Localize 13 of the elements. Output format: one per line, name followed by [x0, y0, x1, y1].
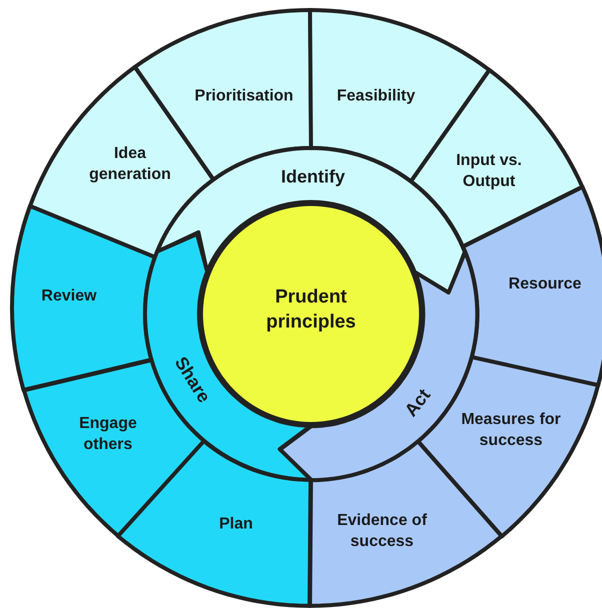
phase-label: Identify: [280, 165, 346, 188]
segment-label: Plan: [218, 514, 254, 535]
segment-label: Prioritisation: [194, 86, 294, 107]
segment-label: Measures for success: [460, 410, 562, 451]
segment-label: Idea generation: [88, 144, 172, 185]
segment-label: Resource: [508, 274, 582, 295]
segment-label: Engage others: [78, 414, 138, 455]
segment-label: Evidence of success: [336, 511, 428, 552]
segment-label: Review: [40, 286, 98, 307]
phase-label: Act: [400, 384, 436, 422]
segment-label: Input vs. Output: [455, 151, 523, 192]
segment-label: Feasibility: [336, 86, 416, 107]
center-title: Prudent principles: [265, 285, 357, 334]
